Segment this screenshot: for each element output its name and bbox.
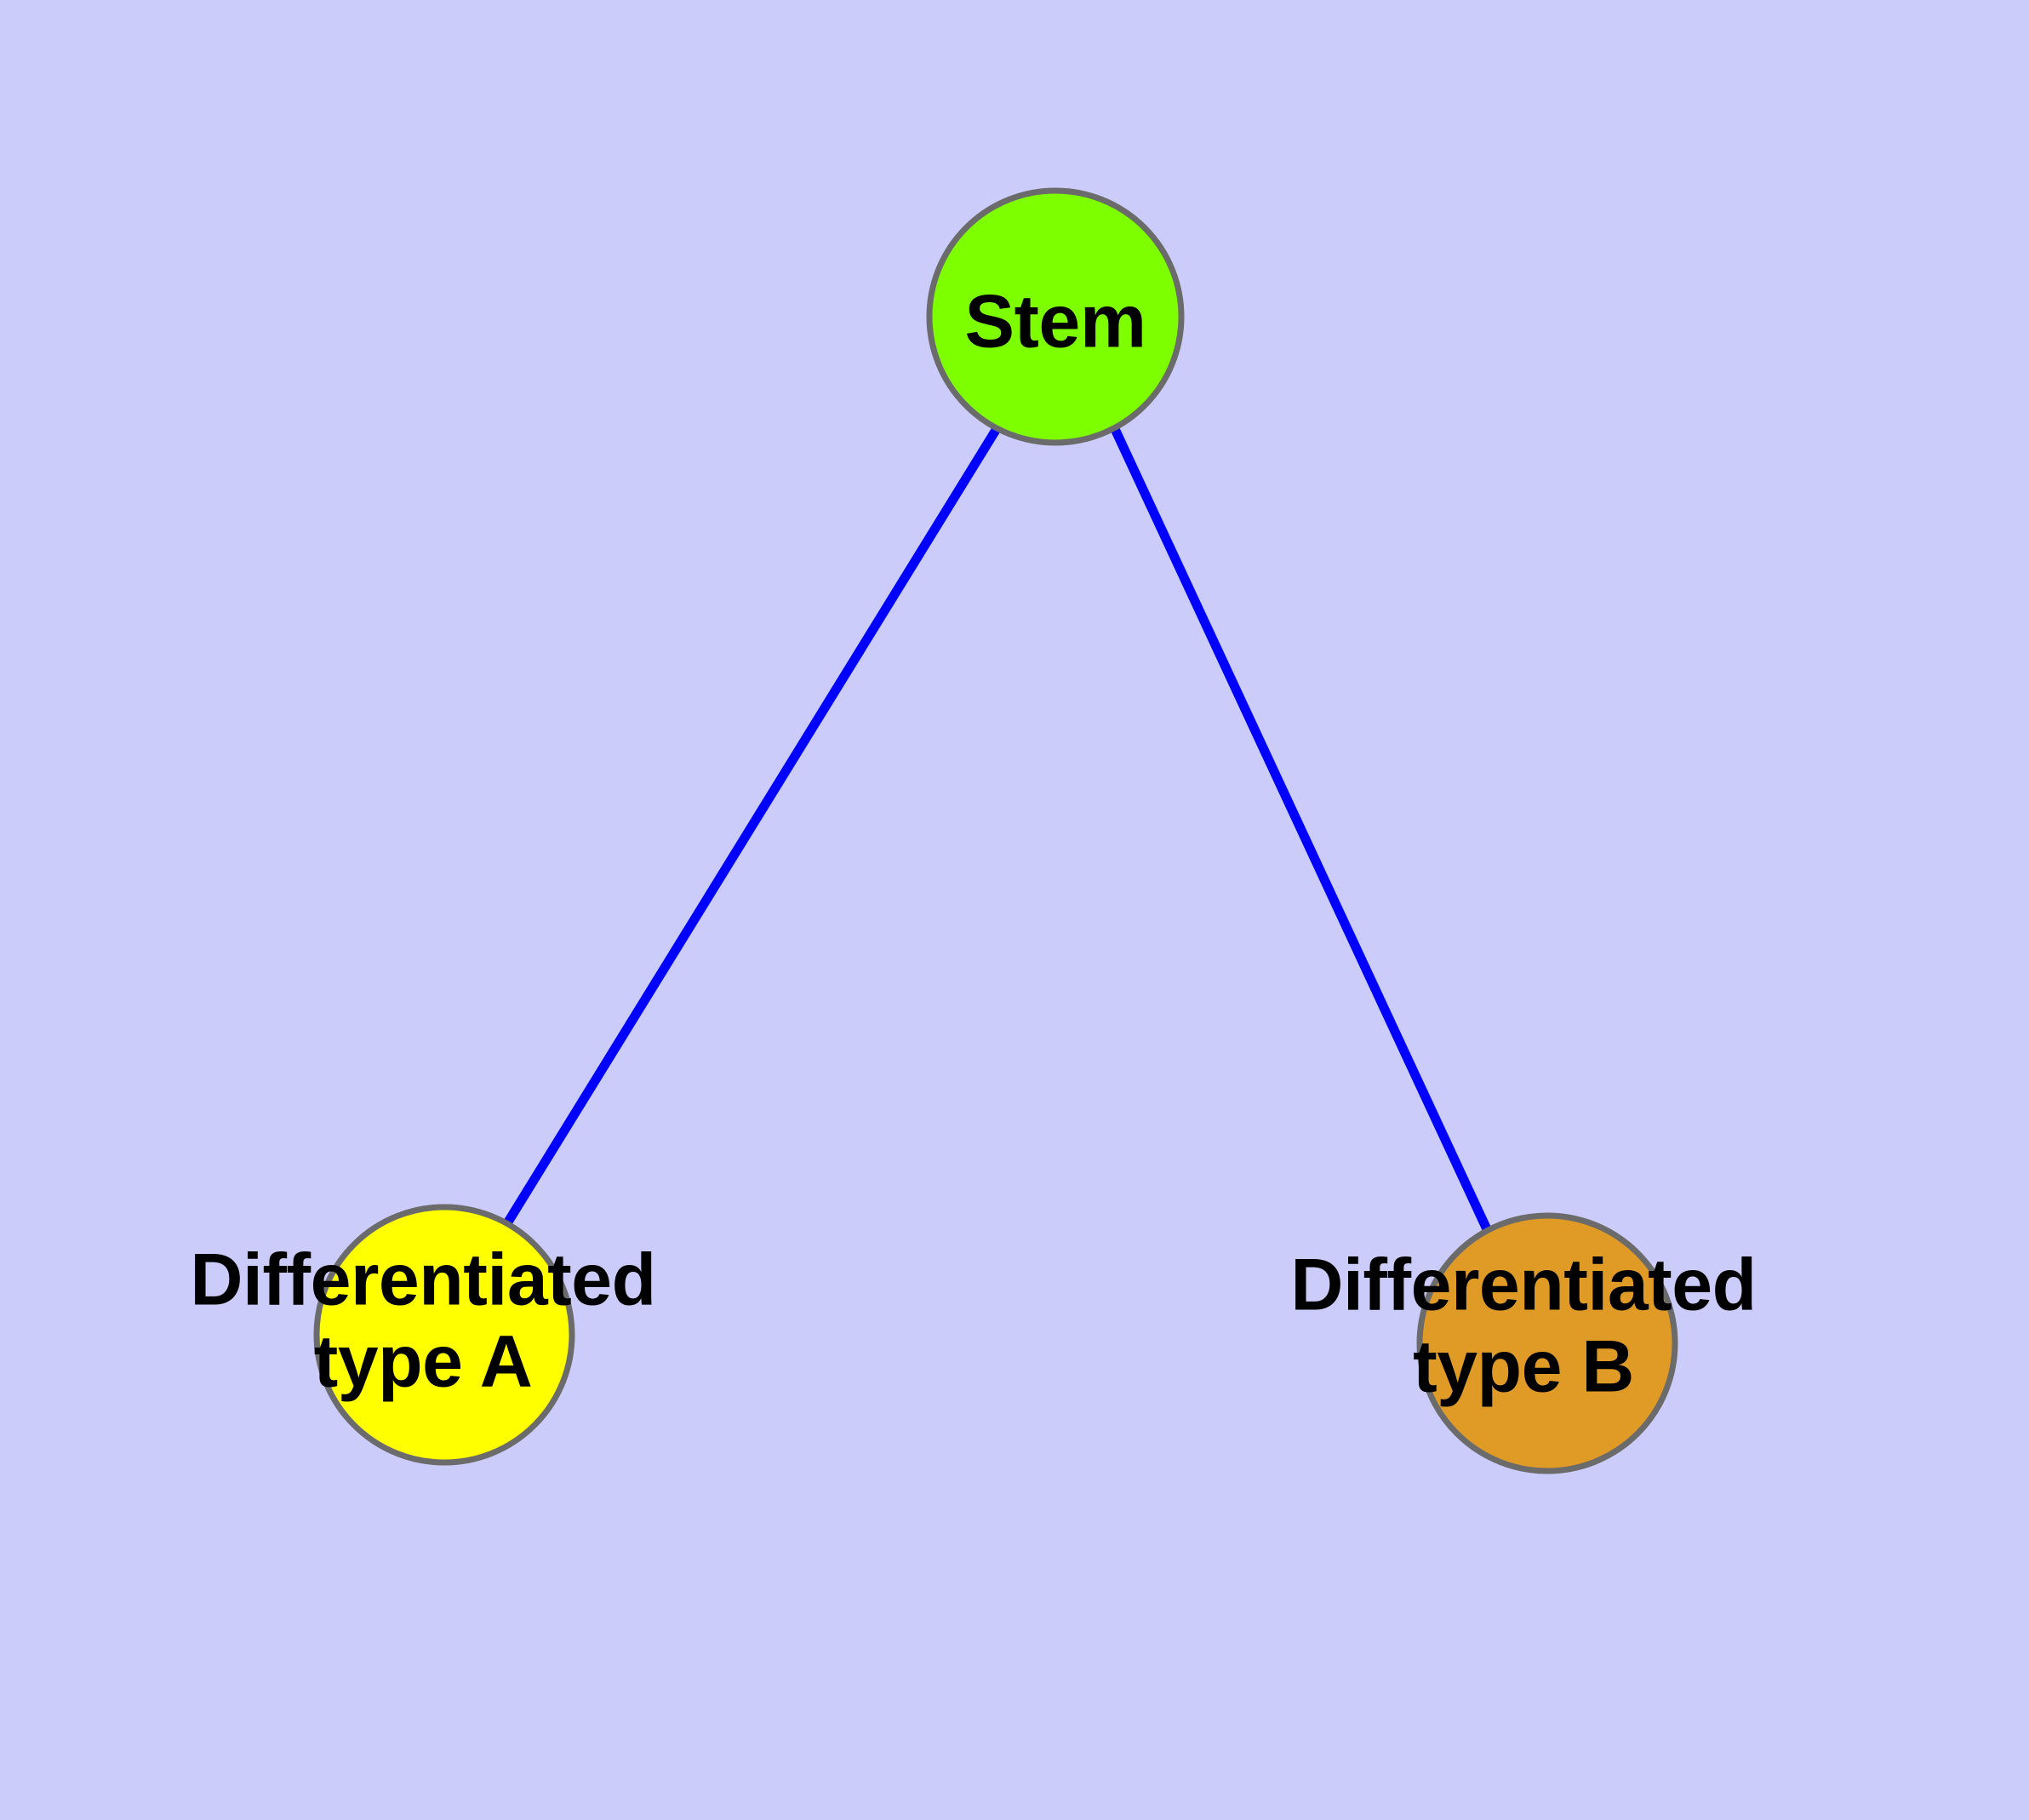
node-differentiated-type-b[interactable]: [1416, 1212, 1678, 1474]
edge-stem-to-type-b[interactable]: [1111, 426, 1491, 1232]
node-layer: [313, 187, 1678, 1474]
node-differentiated-type-a[interactable]: [313, 1204, 575, 1466]
edge-stem-to-type-a[interactable]: [503, 425, 1002, 1226]
edge-layer: [503, 425, 1491, 1232]
node-stem[interactable]: [926, 187, 1185, 446]
